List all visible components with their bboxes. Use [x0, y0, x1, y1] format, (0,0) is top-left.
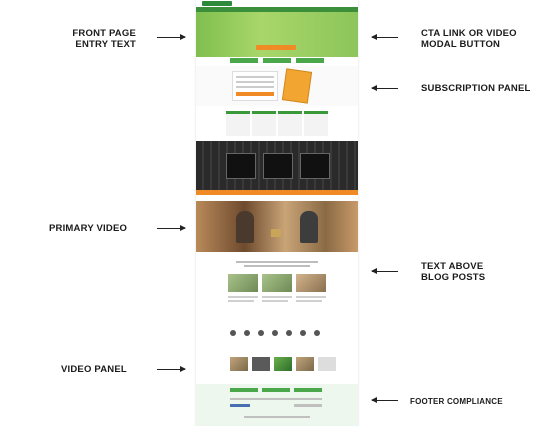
- mockup-logo: [202, 1, 232, 6]
- arrow-footer: [371, 397, 398, 403]
- mockup-blog-excerpts: [196, 294, 358, 310]
- mockup-subscription-panel: [196, 66, 358, 106]
- label-subscription-panel: SUBSCRIPTION PANEL: [421, 83, 531, 94]
- mockup-blog-posts: [196, 272, 358, 294]
- website-mockup: [196, 0, 358, 426]
- arrow-video-panel: [157, 366, 186, 372]
- mockup-nav: [196, 7, 358, 12]
- mockup-feature-boxes: [196, 57, 358, 64]
- label-text-above-blog-posts: TEXT ABOVE BLOG POSTS: [421, 261, 486, 283]
- label-front-page-entry-text: FRONT PAGE ENTRY TEXT: [72, 28, 136, 50]
- label-footer-compliance: FOOTER COMPLIANCE: [410, 397, 503, 406]
- mockup-topbar: [196, 0, 358, 7]
- arrow-primary-video: [157, 225, 186, 231]
- arrow-front-page: [157, 34, 186, 40]
- mockup-icon-row: [196, 328, 358, 340]
- mockup-video-panel: [196, 355, 358, 373]
- mockup-text-above-blog: [196, 258, 358, 272]
- mockup-dark-panel: [196, 141, 358, 195]
- arrow-cta: [371, 34, 398, 40]
- mockup-book-image: [281, 68, 313, 104]
- mockup-primary-video: [196, 201, 358, 252]
- mockup-hero-entry-text: [196, 12, 358, 57]
- mockup-subscription-form: [232, 71, 278, 101]
- mockup-pricing-table: [196, 108, 358, 136]
- label-cta-link: CTA LINK OR VIDEO MODAL BUTTON: [421, 28, 517, 50]
- mockup-cta-button: [256, 45, 296, 50]
- label-primary-video: PRIMARY VIDEO: [49, 223, 128, 234]
- arrow-text-above: [371, 268, 398, 274]
- mockup-footer: [196, 384, 358, 426]
- label-video-panel: VIDEO PANEL: [61, 364, 127, 375]
- arrow-subscription: [371, 85, 398, 91]
